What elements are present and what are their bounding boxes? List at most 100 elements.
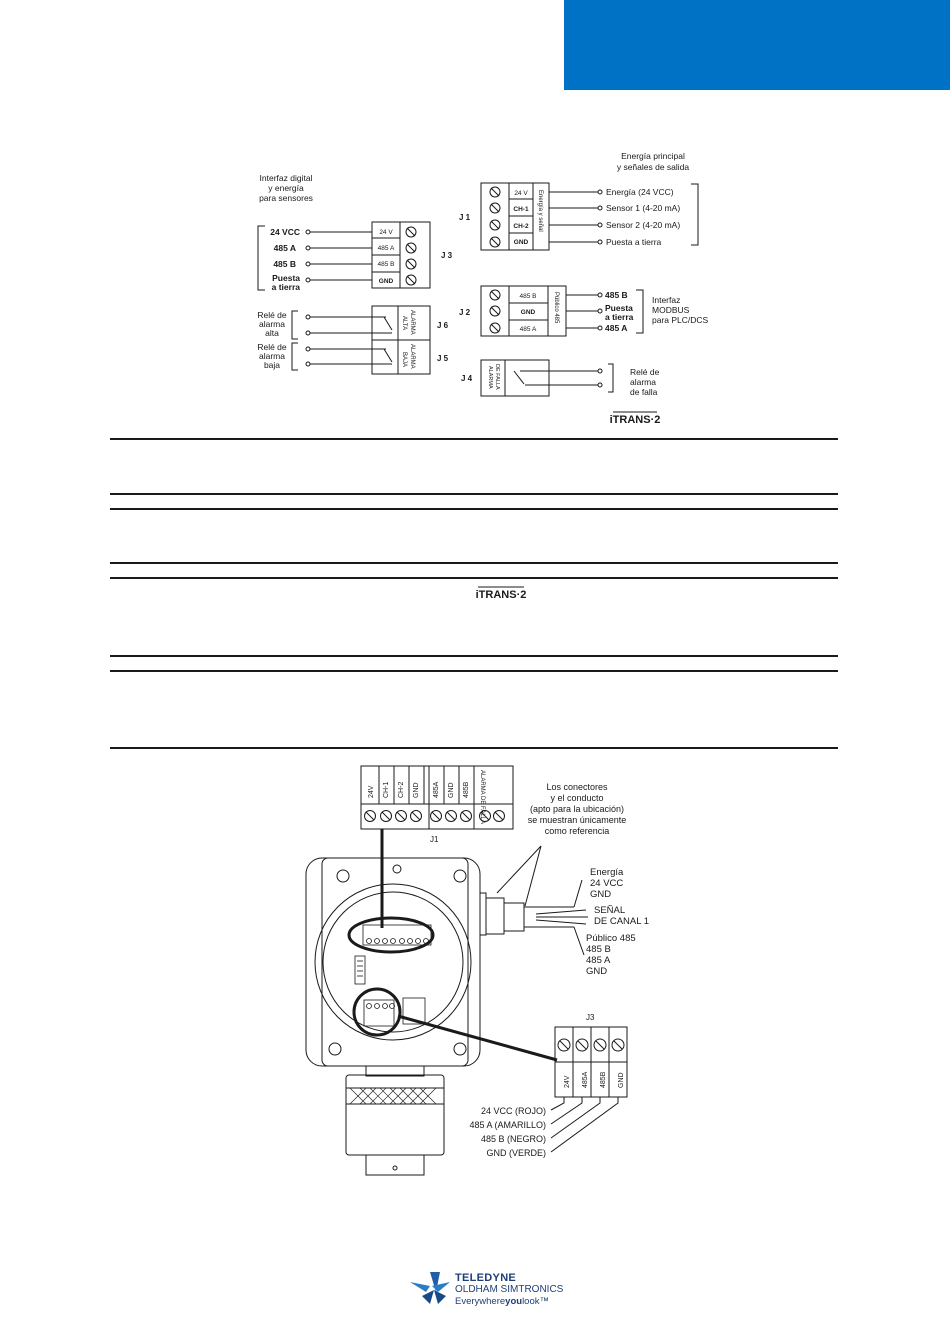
slogan-bold: you [505, 1296, 523, 1307]
conduit-note-5: como referencia [545, 826, 610, 836]
j3-wire-ground-2: a tierra [272, 282, 301, 292]
j2-wire-ground-1: Puesta [605, 303, 633, 313]
j3-wire-ground-1: Puesta [272, 273, 300, 283]
section-rule-6 [110, 655, 838, 657]
housing-j1-pin-6: GND [448, 782, 455, 798]
sensor-group-label-1: Interfaz digital [260, 173, 313, 183]
section-rule-1 [110, 438, 838, 440]
sensor-group-label-3: para sensores [259, 193, 313, 203]
output-group-label-2: y señales de salida [617, 162, 690, 172]
j3-pin-485a: 485 A [378, 245, 395, 252]
power-label-2: 24 VCC [590, 878, 623, 889]
j1-wire-energy: Energía (24 VCC) [606, 187, 674, 197]
signal-label-1: SEÑAL [594, 905, 625, 916]
j5-relay-3: baja [264, 360, 280, 370]
footer-logo: TELEDYNE OLDHAM SIMTRONICS Everywhereyou… [455, 1272, 563, 1308]
j1-block [480, 182, 550, 251]
j4-block [480, 359, 550, 397]
housing-j1-pin-3: CH-2 [398, 782, 405, 798]
housing-j1-highlight [347, 916, 435, 954]
j4-label-1: ALARMA [487, 366, 493, 389]
j5-relay-1: Relé de [257, 342, 287, 352]
j6-name: J 6 [437, 321, 449, 330]
housing-j1-name: J1 [430, 835, 439, 844]
footer-division: OLDHAM SIMTRONICS [455, 1284, 564, 1295]
housing-diagram: 24V CH-1 CH-2 GND 485A GND 485B ALARMA D… [305, 765, 649, 1176]
j2-wire-ground-2: a tierra [605, 312, 634, 322]
housing-j3-pin-3: 485B [600, 1071, 607, 1088]
section-rule-2 [110, 493, 838, 495]
j3-screws [405, 226, 417, 286]
footer-company: TELEDYNE [455, 1272, 517, 1284]
j1-name: J 1 [459, 213, 471, 222]
footer-slogan: Everywhereyoulook™ [455, 1296, 563, 1308]
j2-interface-2: MODBUS [652, 305, 690, 315]
j3-wire-yellow: 485 A (AMARILLO) [469, 1120, 546, 1130]
j3-wire-485b: 485 B [273, 259, 296, 269]
sensor-head-mesh [349, 1087, 437, 1105]
j2-interface-1: Interfaz [652, 295, 680, 305]
j5-name: J 5 [437, 354, 449, 363]
sensor-head [345, 1074, 445, 1156]
body-brand-mark: iTRANS·2 [476, 589, 527, 601]
j2-wire-485b: 485 B [605, 290, 628, 300]
public485-label-1: Público 485 [586, 933, 636, 944]
j3-pin-485b: 485 B [378, 261, 395, 268]
teledyne-logo-mark [410, 1272, 450, 1304]
housing-j1-pin-1: 24V [368, 785, 375, 798]
public485-label-3: 485 A [586, 955, 611, 966]
slogan-trademark: ™ [539, 1296, 550, 1307]
j6-label-1: ALARMA [409, 310, 415, 335]
housing-j1-pin-5: 485A [433, 781, 440, 798]
housing-j3-pin-2: 485A [582, 1071, 589, 1088]
housing-j1-pin-7: 485B [463, 781, 470, 798]
power-label-3: GND [590, 889, 611, 900]
j2-screws [489, 289, 501, 334]
housing-j1-pin-2: CH-1 [383, 782, 390, 798]
j2-interface-3: para PLC/DCS [652, 315, 709, 325]
j6-relay-2: alarma [259, 319, 285, 329]
sensor-group-label-2: y energía [268, 183, 304, 193]
j1-pin-24v: 24 V [514, 190, 528, 197]
j3-pin-24v: 24 V [379, 229, 393, 236]
j2-wire-485a: 485 A [605, 323, 627, 333]
housing-j3-name: J3 [586, 1013, 595, 1022]
slogan-start: Everywhere [455, 1296, 506, 1307]
j2-pin-485a: 485 A [520, 326, 537, 333]
housing-j1-pin-4: GND [413, 782, 420, 798]
housing-body [305, 857, 481, 1067]
j4-relay-1: Relé de [630, 367, 660, 377]
j3-name: J 3 [441, 251, 453, 260]
conduit-note-1: Los conectores [546, 782, 608, 792]
j3-pin-gnd: GND [379, 278, 394, 285]
section-rule-7 [110, 670, 838, 672]
j2-name: J 2 [459, 308, 471, 317]
wiring-diagram: Interfaz digital y energía para sensores… [257, 151, 708, 426]
housing-bolt-bl [328, 1042, 342, 1056]
housing-j3-pin-1: 24V [564, 1075, 571, 1088]
housing-j1-pin-8: ALARMA DE FALLA [479, 770, 485, 824]
header-accent-block [564, 0, 950, 90]
j4-relay-2: alarma [630, 377, 656, 387]
j1-wire-sensor2: Sensor 2 (4-20 mA) [606, 220, 680, 230]
signal-label-2: DE CANAL 1 [594, 916, 649, 927]
housing-bolt-tr [453, 869, 467, 883]
housing-j1-strip [360, 765, 514, 830]
j4-label-2: DE FALLA [494, 364, 500, 390]
section-rule-8 [110, 747, 838, 749]
j6-relay-1: Relé de [257, 310, 287, 320]
j1-pin-ch1: CH-1 [513, 206, 529, 213]
j5-label-2: BAJA [401, 352, 407, 367]
j3-wire-black: 485 B (NEGRO) [481, 1134, 546, 1144]
j3-wire-24vcc: 24 VCC [270, 227, 300, 237]
conduit-note-2: y el conducto [550, 793, 603, 803]
j5-label-1: ALARMA [409, 344, 415, 369]
j3-wire-green: GND (VERDE) [486, 1148, 546, 1158]
j1-wire-sensor1: Sensor 1 (4-20 mA) [606, 203, 680, 213]
housing-j3-screws [557, 1038, 625, 1052]
housing-bolt-br [453, 1042, 467, 1056]
output-group-label-1: Energía principal [621, 151, 685, 161]
section-rule-5 [110, 577, 838, 579]
housing-j3-highlight [352, 987, 402, 1037]
